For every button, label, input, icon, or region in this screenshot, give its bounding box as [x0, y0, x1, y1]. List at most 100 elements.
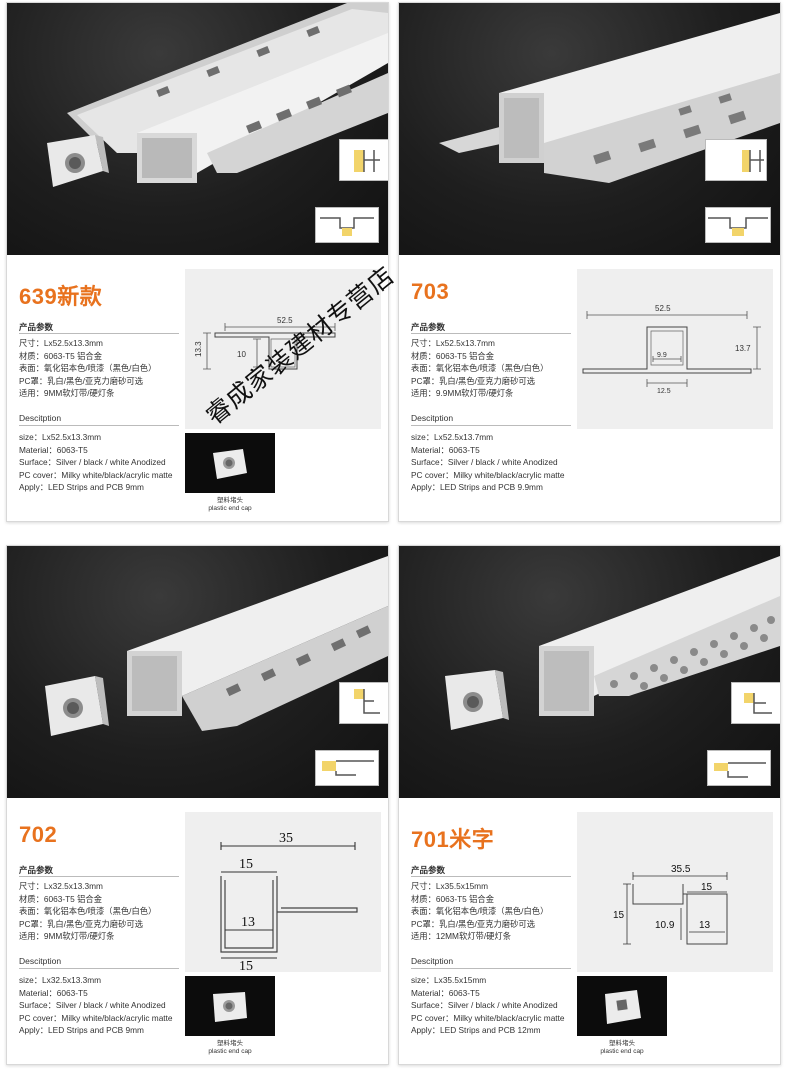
- end-cap-label-en: plastic end cap: [208, 1048, 252, 1055]
- dim-base: 15: [239, 959, 253, 972]
- params-list: 尺寸：Lx52.5x13.3mm 材质：6063-T5 铝合金 表面：氧化铝本色…: [19, 337, 156, 400]
- end-cap-icon: [47, 135, 109, 187]
- desc-heading: Descitption: [19, 413, 62, 423]
- desc-heading: Descitption: [19, 956, 62, 966]
- desc-material: Material：6063-T5: [411, 987, 480, 998]
- params-list: 尺寸：Lx52.5x13.7mm 材质：6063-T5 铝合金 表面：氧化铝本色…: [411, 337, 548, 400]
- desc-material: Material：6063-T5: [19, 444, 88, 455]
- end-cap-photo: [577, 976, 667, 1036]
- divider: [411, 333, 571, 334]
- section-thumbnail-2: [705, 207, 771, 243]
- desc-size: size：Lx32.5x13.3mm: [19, 975, 102, 985]
- desc-surface: Surface：Silver / black / white Anodized: [19, 457, 166, 467]
- divider: [19, 333, 179, 334]
- desc-apply: Apply：LED Strips and PCB 9mm: [19, 1025, 144, 1035]
- cross-section-diagram: 52.5 13.3 10: [185, 269, 381, 429]
- param-material: 材质：6063-T5 铝合金: [411, 350, 494, 361]
- param-material: 材质：6063-T5 铝合金: [19, 893, 102, 904]
- desc-list: size：Lx52.5x13.7mm Material：6063-T5 Surf…: [411, 431, 565, 494]
- param-surface: 表面：氧化铝本色/喷漆（黑色/白色）: [411, 906, 549, 916]
- aluminum-profile-image: [445, 556, 780, 730]
- end-cap-label-en: plastic end cap: [208, 505, 252, 512]
- cross-section-diagram: 52.5 13.7 9.9 12.5: [577, 269, 773, 429]
- param-apply: 适用：9MM软灯带/硬灯条: [19, 388, 115, 398]
- param-size: 尺寸：Lx32.5x13.3mm: [19, 881, 103, 891]
- params-list: 尺寸：Lx35.5x15mm 材质：6063-T5 铝合金 表面：氧化铝本色/喷…: [411, 880, 548, 943]
- params-heading: 产品参数: [19, 322, 54, 332]
- params-heading: 产品参数: [411, 865, 446, 875]
- param-surface: 表面：氧化铝本色/喷漆（黑色/白色）: [19, 363, 157, 373]
- dim-height: 15: [613, 910, 625, 921]
- dim-inner: 13: [699, 920, 711, 931]
- product-photo: [7, 3, 388, 255]
- end-cap-label: 塑料堵头 plastic end cap: [185, 497, 275, 513]
- aluminum-profile-image: [45, 556, 388, 736]
- end-cap-label-en: plastic end cap: [600, 1048, 644, 1055]
- divider: [411, 876, 571, 877]
- dim-inner: 9.9: [657, 352, 667, 359]
- desc-apply: Apply：LED Strips and PCB 9mm: [19, 482, 144, 492]
- params-heading: 产品参数: [19, 865, 54, 875]
- product-photo: [7, 546, 388, 798]
- desc-apply: Apply：LED Strips and PCB 12mm: [411, 1025, 541, 1035]
- dim-width: 35: [279, 831, 293, 846]
- model-title: 701米字: [411, 827, 495, 852]
- product-photo: [399, 3, 780, 255]
- param-apply: 适用：9MM软灯带/硬灯条: [19, 931, 115, 941]
- dim-inner-height: 10.9: [655, 920, 675, 931]
- end-cap-label-cn: 塑料堵头: [217, 1040, 243, 1047]
- desc-size: size：Lx52.5x13.7mm: [411, 432, 494, 442]
- cross-section-diagram: 35 15 13 15: [185, 812, 381, 974]
- desc-heading: Descitption: [411, 413, 454, 423]
- dim-height: 13.3: [194, 341, 203, 357]
- end-cap-photo: [185, 433, 275, 493]
- dim-height: 13.7: [735, 344, 751, 353]
- param-cover: PC罩：乳白/黑色/亚克力磨砂可选: [411, 375, 535, 386]
- param-apply: 适用：9.9MM软灯带/硬灯条: [411, 388, 514, 398]
- dim-top-inner: 15: [239, 857, 253, 872]
- divider: [411, 968, 571, 969]
- desc-list: size：Lx35.5x15mm Material：6063-T5 Surfac…: [411, 974, 565, 1037]
- end-cap-icon: [45, 676, 109, 736]
- section-thumbnail-2: [315, 750, 379, 786]
- dim-width: 35.5: [671, 864, 691, 875]
- desc-material: Material：6063-T5: [19, 987, 88, 998]
- param-cover: PC罩：乳白/黑色/亚克力磨砂可选: [19, 918, 143, 929]
- product-card-701: 701米字 产品参数 尺寸：Lx35.5x15mm 材质：6063-T5 铝合金…: [398, 545, 781, 1065]
- model-title: 703: [411, 279, 450, 304]
- desc-surface: Surface：Silver / black / white Anodized: [19, 1000, 166, 1010]
- desc-surface: Surface：Silver / black / white Anodized: [411, 1000, 558, 1010]
- model-title: 639新款: [19, 284, 103, 309]
- model-title: 702: [19, 822, 58, 847]
- dim-base: 12.5: [657, 388, 671, 395]
- dim-width: 52.5: [655, 304, 671, 313]
- desc-cover: PC cover：Milky white/black/acrylic matte: [411, 1012, 565, 1023]
- param-size: 尺寸：Lx52.5x13.3mm: [19, 338, 103, 348]
- desc-heading: Descitption: [411, 956, 454, 966]
- end-cap-icon: [445, 670, 509, 730]
- section-thumbnail-1: [339, 139, 388, 181]
- dim-inner: 13: [241, 915, 255, 930]
- cross-section-diagram: 35.5 15 15 10.9 13: [577, 812, 773, 972]
- param-surface: 表面：氧化铝本色/喷漆（黑色/白色）: [411, 363, 549, 373]
- desc-size: size：Lx52.5x13.3mm: [19, 432, 102, 442]
- desc-material: Material：6063-T5: [411, 444, 480, 455]
- divider: [411, 425, 571, 426]
- aluminum-profile-image: [439, 13, 780, 183]
- divider: [19, 425, 179, 426]
- desc-apply: Apply：LED Strips and PCB 9.9mm: [411, 482, 543, 492]
- param-apply: 适用：12MM软灯带/硬灯条: [411, 931, 512, 941]
- end-cap-label-cn: 塑料堵头: [217, 497, 243, 504]
- product-photo: [399, 546, 780, 798]
- param-material: 材质：6063-T5 铝合金: [19, 350, 102, 361]
- aluminum-profile-image: [47, 3, 388, 187]
- desc-surface: Surface：Silver / black / white Anodized: [411, 457, 558, 467]
- param-cover: PC罩：乳白/黑色/亚克力磨砂可选: [19, 375, 143, 386]
- section-thumbnail-1: [731, 682, 780, 724]
- divider: [19, 876, 179, 877]
- section-thumbnail-2: [707, 750, 771, 786]
- desc-cover: PC cover：Milky white/black/acrylic matte: [19, 1012, 173, 1023]
- divider: [19, 968, 179, 969]
- desc-list: size：Lx32.5x13.3mm Material：6063-T5 Surf…: [19, 974, 173, 1037]
- params-heading: 产品参数: [411, 322, 446, 332]
